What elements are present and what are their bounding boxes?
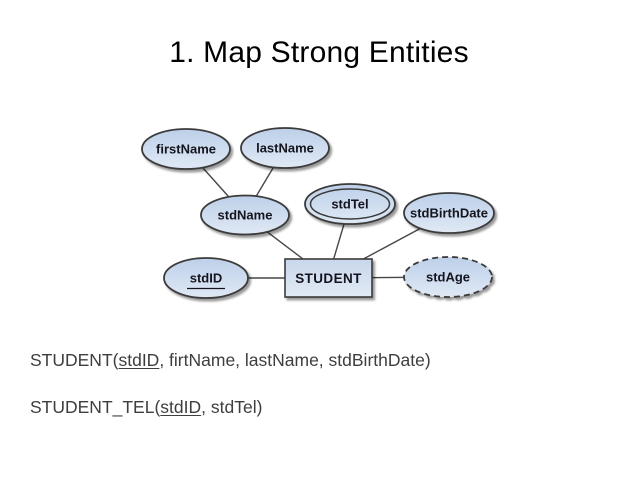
attribute-label-firstname: firstName [156, 142, 216, 157]
relation-schemas: STUDENT(stdID, firtName, lastName, stdBi… [30, 350, 431, 444]
slide-title: 1. Map Strong Entities [169, 36, 469, 69]
relation-student-tel-prefix: STUDENT_TEL( [30, 397, 161, 417]
attribute-label-stdtel: stdTel [331, 197, 368, 212]
attribute-ellipse-lastname: lastName [240, 127, 330, 169]
attribute-ellipse-stdage-derived: stdAge [403, 256, 493, 298]
relation-student-prefix: STUDENT( [30, 350, 119, 370]
relation-student: STUDENT(stdID, firtName, lastName, stdBi… [30, 350, 431, 371]
attribute-label-stdage: stdAge [426, 270, 470, 285]
relation-student-suffix: , firtName, lastName, stdBirthDate) [159, 350, 431, 370]
attribute-ellipse-stdtel-multivalued: stdTel [304, 183, 396, 225]
attribute-label-lastname: lastName [256, 141, 314, 156]
attribute-ellipse-firstname: firstName [141, 128, 231, 170]
attribute-ellipse-stdid-key: stdID [163, 257, 249, 299]
relation-student-key: stdID [118, 350, 160, 370]
attribute-label-stdbirthdate: stdBirthDate [410, 206, 488, 221]
relation-student-tel-key: stdID [160, 397, 202, 417]
relation-student-tel: STUDENT_TEL(stdID, stdTel) [30, 397, 431, 418]
relation-student-tel-suffix: , stdTel) [201, 397, 263, 417]
attribute-label-stdid: stdID [190, 271, 223, 286]
attribute-label-stdname: stdName [218, 208, 273, 223]
entity-rect-student: STUDENT [284, 258, 373, 298]
attribute-ellipse-stdbirthdate: stdBirthDate [403, 192, 495, 234]
attribute-ellipse-stdname: stdName [200, 194, 290, 236]
entity-label-student: STUDENT [295, 271, 362, 286]
